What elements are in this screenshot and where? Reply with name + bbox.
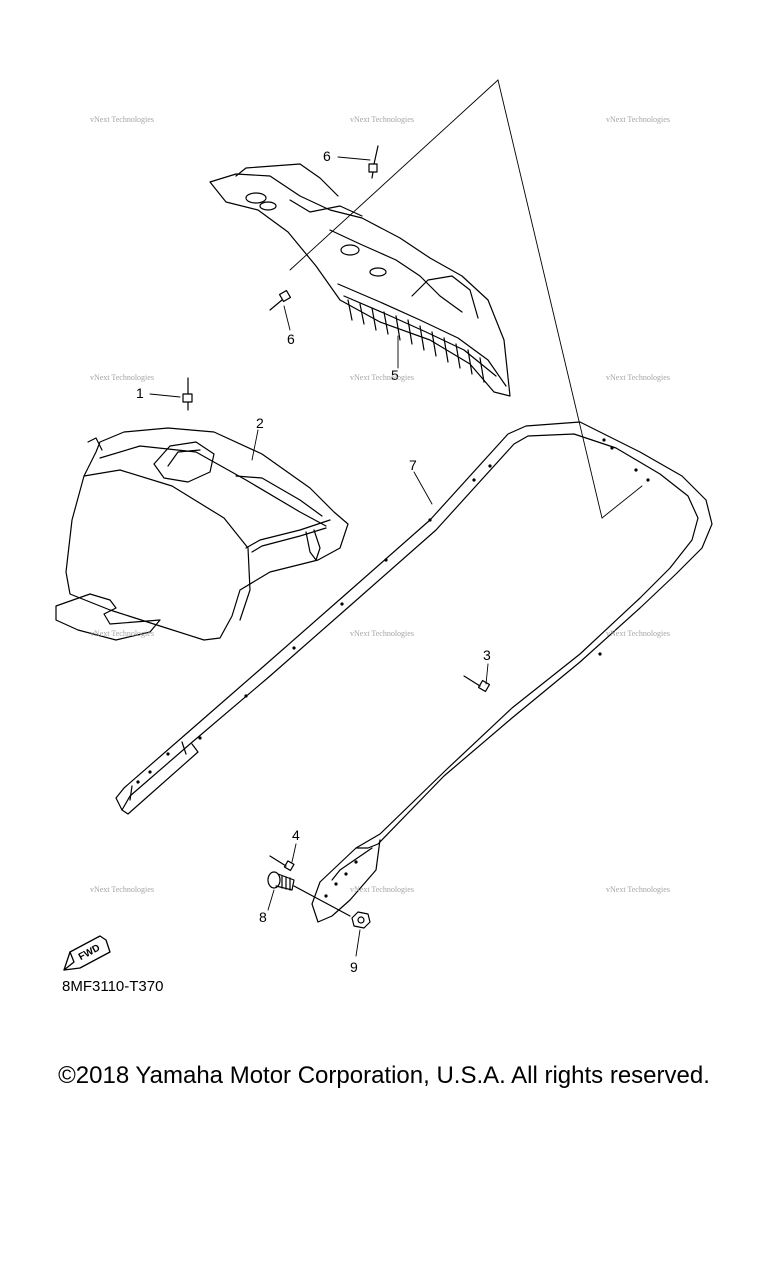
callout-4: 4 [292, 827, 300, 843]
watermark: vNext Technologies [606, 885, 670, 894]
bolt-part-8 [267, 871, 351, 917]
watermark: vNext Technologies [606, 373, 670, 382]
rivet-part-6-top [368, 145, 379, 179]
callout-1: 1 [136, 385, 144, 401]
rivet-part-4 [269, 855, 295, 872]
fwd-arrow-icon [63, 935, 111, 971]
rivet-part-6-left [269, 289, 292, 311]
watermarks: vNext Technologies vNext Technologies vN… [90, 115, 670, 894]
storage-bag-part [55, 427, 349, 641]
watermark: vNext Technologies [90, 629, 154, 638]
watermark: vNext Technologies [350, 115, 414, 124]
watermark: vNext Technologies [606, 629, 670, 638]
callout-labels: 1 2 3 4 5 6 6 7 8 9 FWD [77, 148, 491, 975]
mud-flap-part [209, 163, 511, 397]
watermark: vNext Technologies [350, 885, 414, 894]
callout-6-left: 6 [287, 331, 295, 347]
callout-leaders [149, 156, 489, 957]
watermark: vNext Technologies [90, 885, 154, 894]
watermark: vNext Technologies [90, 115, 154, 124]
part-code: 8MF3110-T370 [62, 978, 164, 995]
watermark: vNext Technologies [350, 373, 414, 382]
rivet-part-1 [182, 377, 193, 411]
callout-3: 3 [483, 647, 491, 663]
callout-9: 9 [350, 959, 358, 975]
nut-part-9 [351, 911, 371, 929]
watermark: vNext Technologies [606, 115, 670, 124]
rail-part [115, 421, 713, 923]
callout-6-top: 6 [323, 148, 331, 164]
callout-5: 5 [391, 367, 399, 383]
callout-8: 8 [259, 909, 267, 925]
callout-7: 7 [409, 457, 417, 473]
callout-2: 2 [256, 415, 264, 431]
watermark: vNext Technologies [350, 629, 414, 638]
watermark: vNext Technologies [90, 373, 154, 382]
reference-lines [289, 79, 643, 519]
parts-diagram: 1 2 3 4 5 6 6 7 8 9 FWD vNext Technologi… [55, 79, 713, 975]
copyright-text: ©2018 Yamaha Motor Corporation, U.S.A. A… [58, 1062, 710, 1089]
